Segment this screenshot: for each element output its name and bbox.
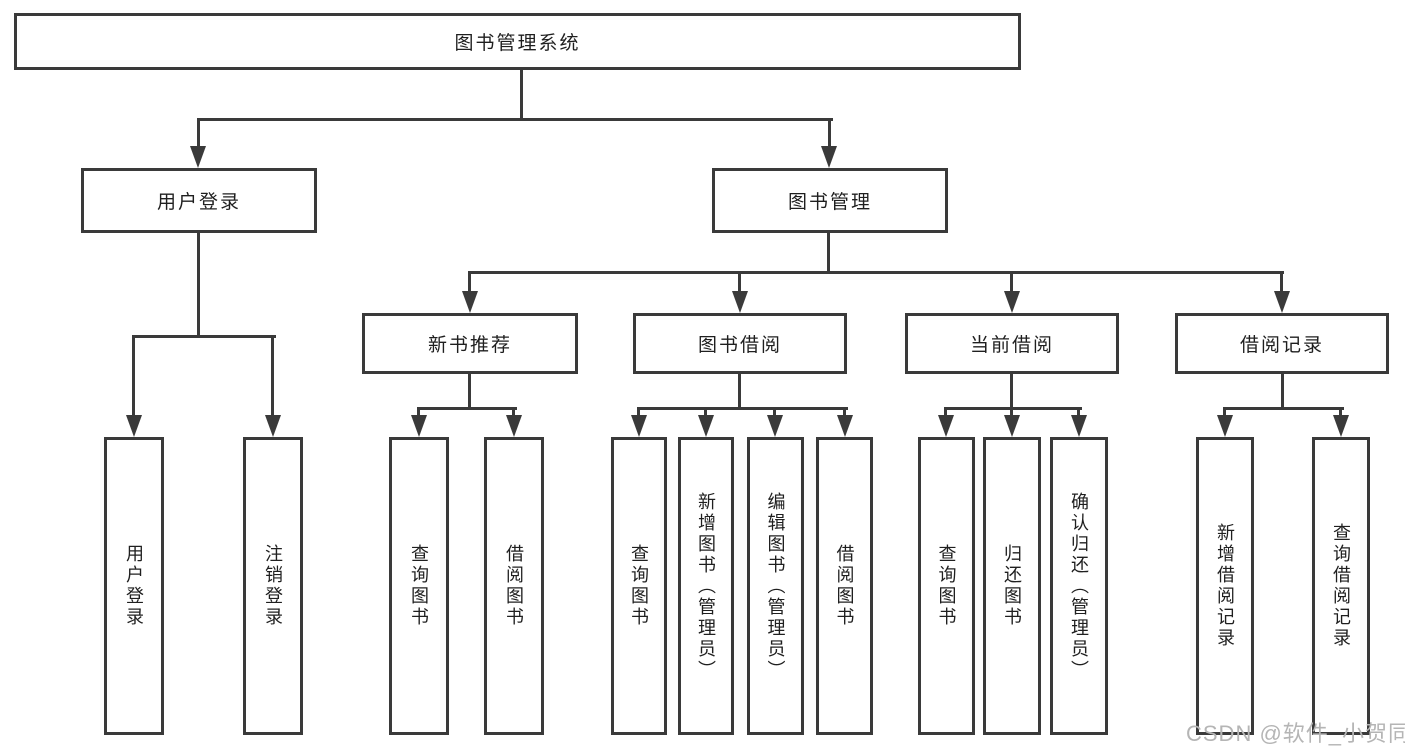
arrowhead-cb-query (938, 415, 954, 437)
node-borrow-records: 借阅记录 (1175, 313, 1389, 374)
arrowhead-bb-add (698, 415, 714, 437)
connector-drop-br-add (1223, 407, 1226, 420)
arrowhead-book-borrow (732, 291, 748, 313)
arrowhead-br-query (1333, 415, 1349, 437)
connector-new-book-rec-stem (468, 373, 471, 410)
connector-user-login-branch (132, 335, 276, 338)
connector-new-book-rec-branch (417, 407, 517, 410)
arrowhead-leaf-login (126, 415, 142, 437)
connector-drop-new-book-rec (468, 271, 471, 296)
connector-user-login-stem (197, 233, 200, 337)
arrowhead-borrow-records (1274, 291, 1290, 313)
connector-drop-leaf-logout (271, 335, 274, 419)
arrowhead-book-mgmt (821, 146, 837, 168)
connector-book-borrow-stem (738, 373, 741, 410)
connector-drop-rec-query (417, 407, 420, 420)
node-book-mgmt: 图书管理 (712, 168, 948, 233)
leaf-rec-borrow-books: 借阅图书 (484, 437, 544, 735)
arrowhead-br-add (1217, 415, 1233, 437)
leaf-current-return-books: 归还图书 (983, 437, 1041, 735)
arrowhead-cb-return (1004, 415, 1020, 437)
leaf-records-query-record: 查询借阅记录 (1312, 437, 1370, 735)
node-new-book-rec: 新书推荐 (362, 313, 578, 374)
connector-drop-bb-borrow (843, 407, 846, 420)
connector-root-branch (197, 118, 833, 121)
connector-drop-cb-query (944, 407, 947, 420)
leaf-borrow-edit-books: 编辑图书（管理员） (747, 437, 804, 735)
arrowhead-rec-query (411, 415, 427, 437)
connector-current-borrow-stem (1010, 373, 1013, 410)
arrowhead-bb-borrow (837, 415, 853, 437)
connector-drop-cb-confirm (1077, 407, 1080, 420)
connector-drop-bb-add (704, 407, 707, 420)
arrowhead-cb-confirm (1071, 415, 1087, 437)
connector-drop-br-query (1339, 407, 1342, 420)
connector-drop-book-borrow (738, 271, 741, 296)
connector-root-stem (520, 69, 523, 120)
connector-drop-book-mgmt (828, 118, 831, 150)
arrowhead-user-login (190, 146, 206, 168)
connector-drop-borrow-records (1280, 271, 1283, 296)
connector-drop-bb-query (637, 407, 640, 420)
csdn-watermark: CSDN @软件_小贺同学 (1186, 721, 1405, 746)
leaf-borrow-add-books: 新增图书（管理员） (678, 437, 734, 735)
connector-drop-user-login (197, 118, 200, 150)
leaf-user-login: 用户登录 (104, 437, 164, 735)
connector-drop-current-borrow (1010, 271, 1013, 296)
connector-drop-leaf-login (132, 335, 135, 419)
arrowhead-leaf-logout (265, 415, 281, 437)
connector-book-mgmt-branch (468, 271, 1284, 274)
connector-borrow-records-branch (1223, 407, 1344, 410)
connector-drop-cb-return (1010, 407, 1013, 420)
connector-drop-rec-borrow (512, 407, 515, 420)
connector-borrow-records-stem (1281, 373, 1284, 410)
arrowhead-bb-query (631, 415, 647, 437)
connector-book-mgmt-stem (827, 233, 830, 273)
connector-drop-bb-edit (773, 407, 776, 420)
arrowhead-current-borrow (1004, 291, 1020, 313)
node-book-borrow: 图书借阅 (633, 313, 847, 374)
leaf-borrow-query-books: 查询图书 (611, 437, 667, 735)
leaf-current-confirm-return: 确认归还（管理员） (1050, 437, 1108, 735)
node-root: 图书管理系统 (14, 13, 1021, 70)
leaf-current-query-books: 查询图书 (918, 437, 975, 735)
arrowhead-new-book-rec (462, 291, 478, 313)
connector-current-borrow-branch (944, 407, 1082, 410)
arrowhead-bb-edit (767, 415, 783, 437)
leaf-records-add-record: 新增借阅记录 (1196, 437, 1254, 735)
arrowhead-rec-borrow (506, 415, 522, 437)
leaf-rec-query-books: 查询图书 (389, 437, 449, 735)
node-user-login: 用户登录 (81, 168, 317, 233)
connector-book-borrow-branch (637, 407, 848, 410)
leaf-logout: 注销登录 (243, 437, 303, 735)
leaf-borrow-borrow-books: 借阅图书 (816, 437, 873, 735)
node-current-borrow: 当前借阅 (905, 313, 1119, 374)
